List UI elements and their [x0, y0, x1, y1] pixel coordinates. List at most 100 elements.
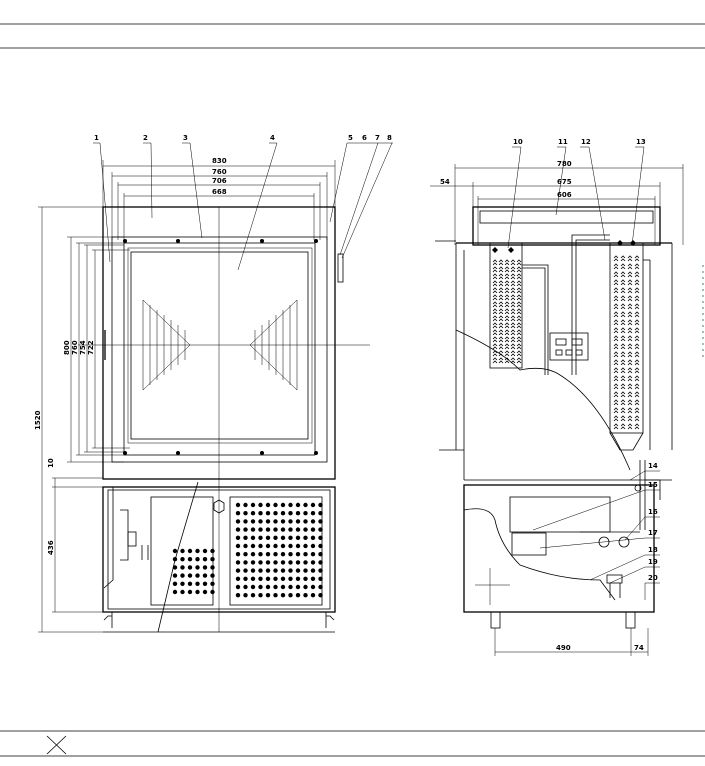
fin-mark — [492, 357, 498, 364]
fin-mark — [627, 407, 633, 414]
vent-hole — [273, 568, 278, 573]
vent-hole — [288, 527, 293, 532]
callout-10: 10 — [513, 138, 523, 146]
vent-hole — [318, 584, 323, 590]
vent-hole — [303, 511, 308, 516]
fin-mark — [516, 357, 522, 364]
vent-hole — [210, 573, 215, 578]
vent-hole — [280, 519, 286, 524]
vent-hole — [258, 552, 263, 557]
vent-hole — [303, 527, 308, 532]
vent-hole — [210, 557, 215, 562]
fin-mark — [627, 287, 633, 294]
vent-hole — [202, 548, 208, 554]
front-top-dimensions: 830 760 706 668 — [102, 157, 336, 240]
vent-hole — [172, 557, 178, 562]
callout-17: 17 — [648, 529, 658, 537]
fin-mark — [516, 336, 522, 343]
side-handle — [337, 253, 344, 283]
fin-mark — [504, 308, 510, 315]
vent-hole — [243, 584, 248, 590]
vent-hole — [318, 511, 323, 516]
fin-mark — [620, 295, 626, 302]
vent-hole — [303, 568, 308, 573]
dim-780: 780 — [557, 160, 572, 168]
vent-hole — [295, 568, 301, 573]
vent-hole — [280, 502, 286, 508]
fin-mark — [510, 273, 516, 280]
fin-mark — [613, 375, 619, 382]
vent-hole — [295, 519, 301, 524]
dim-54: 54 — [440, 178, 450, 186]
fin-mark — [498, 329, 504, 336]
vent-hole — [243, 519, 248, 524]
vent-hole — [265, 560, 271, 565]
fin-mark — [634, 327, 640, 334]
vent-hole — [243, 502, 248, 508]
vent-hole — [303, 560, 308, 565]
vent-hole — [310, 519, 316, 524]
fin-mark — [510, 301, 516, 308]
vent-hole — [202, 573, 208, 578]
vent-hole — [258, 511, 263, 516]
vent-hole — [180, 548, 185, 554]
fin-mark — [634, 351, 640, 358]
fin-mark — [620, 287, 626, 294]
fin-mark — [634, 287, 640, 294]
fin-mark — [498, 343, 504, 350]
fin-mark — [627, 295, 633, 302]
callout-16: 16 — [648, 508, 658, 516]
vent-hole — [187, 557, 193, 562]
vent-hole — [243, 535, 248, 540]
fin-mark — [627, 367, 633, 374]
ventilation-holes-right — [235, 502, 323, 598]
callout-20: 20 — [648, 574, 658, 582]
vent-hole — [273, 527, 278, 532]
vent-hole — [210, 589, 215, 595]
dim-436: 436 — [47, 540, 55, 555]
fin-mark — [516, 280, 522, 287]
vent-hole — [250, 535, 256, 540]
fin-mark — [620, 407, 626, 414]
fin-mark — [634, 255, 640, 262]
fin-mark — [613, 263, 619, 270]
fin-mark — [620, 303, 626, 310]
dim-706: 706 — [212, 177, 227, 185]
fin-mark — [516, 294, 522, 301]
vent-hole — [235, 519, 241, 524]
fin-mark — [510, 294, 516, 301]
title-block-top — [0, 23, 705, 49]
vent-hole — [195, 573, 200, 578]
vent-hole — [288, 593, 293, 598]
fin-mark — [634, 407, 640, 414]
front-bolts — [123, 239, 318, 455]
hex-bolt-icon — [213, 499, 225, 514]
fin-mark — [504, 322, 510, 329]
vent-hole — [318, 560, 323, 565]
dim-675: 675 — [557, 178, 572, 186]
vent-hole — [180, 565, 185, 570]
vent-hole — [318, 519, 323, 524]
vent-hole — [310, 560, 316, 565]
fin-mark — [620, 279, 626, 286]
vent-hole — [310, 584, 316, 590]
fin-mark — [634, 343, 640, 350]
fin-mark — [627, 375, 633, 382]
fin-mark — [492, 294, 498, 301]
vent-hole — [318, 576, 323, 581]
fin-mark — [492, 280, 498, 287]
vent-hole — [187, 589, 193, 595]
fin-mark — [498, 357, 504, 364]
callout-6: 6 — [362, 134, 367, 142]
vent-hole — [265, 511, 271, 516]
controller-panel — [549, 332, 589, 361]
vent-hole — [280, 543, 286, 549]
vent-hole — [235, 584, 241, 590]
dim-10: 10 — [47, 458, 55, 468]
dim-800: 800 — [63, 340, 71, 355]
fin-mark — [627, 343, 633, 350]
vent-hole — [235, 593, 241, 598]
fin-mark — [498, 350, 504, 357]
fin-mark — [516, 350, 522, 357]
